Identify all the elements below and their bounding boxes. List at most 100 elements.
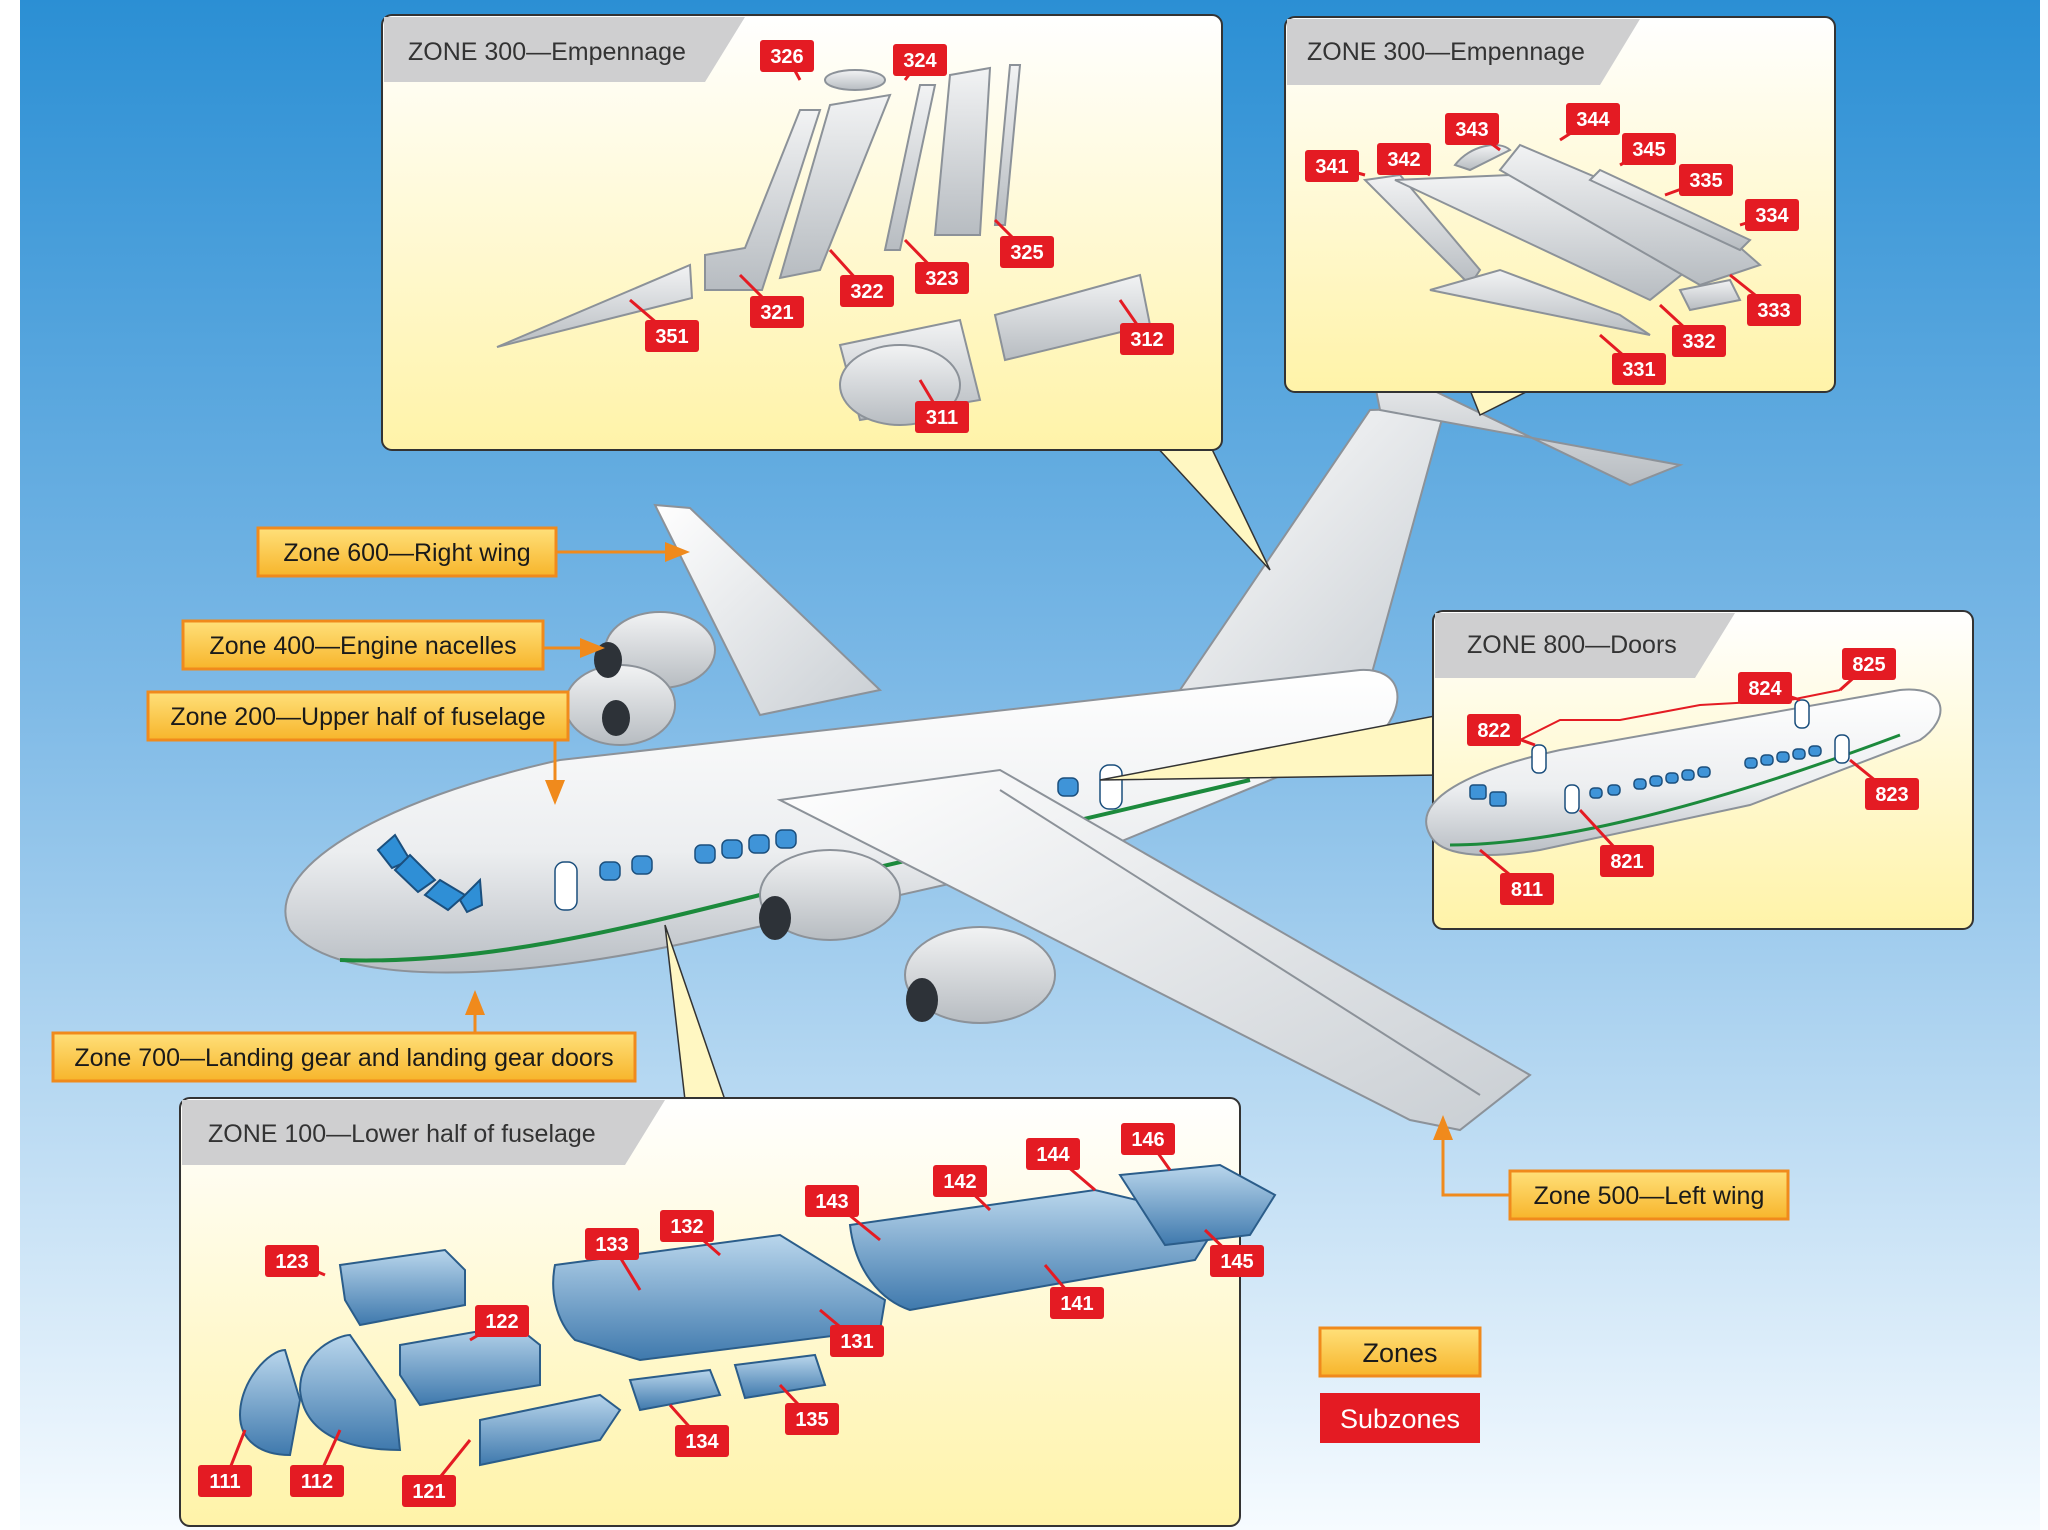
- panel-doors: ZONE 800—Doors: [1425, 610, 1974, 930]
- subzone-tag-label: 324: [903, 50, 937, 72]
- cabin-windows: [554, 764, 1123, 911]
- engine-shape: [759, 849, 901, 941]
- subzone-tag-label: 341: [1315, 156, 1348, 178]
- subzone-tag: 142: [933, 1165, 992, 1212]
- subzone-tag: 322: [828, 248, 894, 307]
- subzone-tag-box: [265, 1245, 319, 1277]
- subzone-tag: 122: [469, 1305, 529, 1342]
- subzone-tag-label: 312: [1130, 329, 1163, 351]
- doors-cheat-line: [1449, 733, 1901, 847]
- subzone-tag: 342: [1377, 143, 1431, 177]
- subzone-tag-box: [1622, 133, 1676, 165]
- subzone-tag-box: [1500, 873, 1554, 905]
- subzone-tag: 131: [819, 1308, 884, 1357]
- cockpit-window: [393, 853, 437, 894]
- subzone-tag: 323: [903, 238, 969, 294]
- subzone-tag-box: [1377, 143, 1431, 175]
- wing-flap-line: [999, 789, 1481, 1096]
- subzone-tag-label: 332: [1682, 331, 1715, 353]
- subzone-tag: 143: [805, 1185, 881, 1242]
- subzone-tag: 823: [1849, 758, 1919, 810]
- subzone-tag: 343: [1445, 113, 1501, 152]
- subzone-tag-label: 334: [1755, 205, 1789, 227]
- subzone-tag-box: [1026, 1138, 1080, 1170]
- subzone-tag-box: [1865, 778, 1919, 810]
- subzone-tag: 345: [1619, 133, 1676, 167]
- subzone-tag: 335: [1664, 164, 1733, 197]
- subzone-tag-box: [1210, 1245, 1264, 1277]
- subzone-tag-label: 145: [1220, 1251, 1253, 1273]
- legend: Zones Subzones: [1318, 1326, 1482, 1443]
- subzone-tag-label: 335: [1689, 170, 1722, 192]
- panel-title-tab: [1287, 19, 1640, 85]
- subzone-tag: 351: [629, 298, 699, 352]
- subzone-tag-box: [893, 44, 947, 76]
- cheat-line-stripe: [339, 778, 1251, 963]
- subzone-tag-label: 343: [1455, 119, 1488, 141]
- aircraft: [284, 358, 1684, 1132]
- panel-empennage-left: ZONE 300—Empennage: [381, 14, 1223, 451]
- subzone-tag-box: [1747, 294, 1801, 326]
- subzone-tag-label: 331: [1622, 359, 1655, 381]
- subzone-tag-label: 325: [1010, 242, 1043, 264]
- subzone-tag: 334: [1739, 199, 1799, 231]
- subzone-tag-label: 326: [770, 46, 803, 68]
- subzone-tag-label: 135: [795, 1409, 828, 1431]
- zone-label-text: Zone 500—Left wing: [1534, 1182, 1765, 1210]
- subzone-tag: 132: [660, 1210, 721, 1257]
- subzone-tag-label: 143: [815, 1191, 848, 1213]
- subzone-tag: 326: [760, 40, 814, 81]
- subzone-tag-label: 146: [1131, 1129, 1164, 1151]
- subzone-tag: 811: [1479, 848, 1554, 905]
- panel-title: ZONE 300—Empennage: [1307, 38, 1585, 66]
- legend-subzones-label: Subzones: [1340, 1404, 1460, 1434]
- legend-zones-label: Zones: [1362, 1338, 1437, 1368]
- subzone-tag-label: 823: [1875, 784, 1908, 806]
- subzone-tag-box: [933, 1165, 987, 1197]
- subzone-tag-label: 132: [670, 1216, 703, 1238]
- subzone-tag: 144: [1026, 1138, 1096, 1192]
- subzone-tag: 312: [1118, 299, 1174, 355]
- subzone-tag-box: [585, 1228, 639, 1260]
- subzone-tag-box: [198, 1465, 252, 1497]
- subzone-tag: 332: [1658, 303, 1726, 357]
- subzone-tag-box: [1679, 164, 1733, 196]
- subzone-tag-box: [1305, 150, 1359, 182]
- subzone-tag-box: [475, 1305, 529, 1337]
- engine-intake-shape: [602, 700, 630, 736]
- panel-title: ZONE 300—Empennage: [408, 38, 686, 66]
- subzone-tag-box: [1612, 353, 1666, 385]
- subzone-tag-label: 134: [685, 1431, 719, 1453]
- subzone-tag-label: 123: [275, 1251, 308, 1273]
- engine-shape: [904, 926, 1056, 1024]
- subzone-tag: 325: [993, 218, 1054, 268]
- left-wing-shape: [776, 768, 1532, 1132]
- subzone-tag: 134: [668, 1404, 729, 1457]
- subzone-tag: 824: [1738, 672, 1801, 704]
- subzone-tag-box: [1467, 714, 1521, 746]
- subzone-tag-box: [1000, 236, 1054, 268]
- subzone-tag-box: [1672, 325, 1726, 357]
- arrowhead: [1433, 1115, 1453, 1140]
- zone-label-landing-gear: Zone 700—Landing gear and landing gear d…: [51, 990, 637, 1083]
- panel-title-tab: [384, 17, 745, 82]
- subzone-tag-box: [1445, 113, 1499, 145]
- subzone-tag-label: 321: [760, 302, 793, 324]
- engine-intake-shape: [759, 896, 791, 940]
- subzone-tag: 331: [1599, 333, 1666, 385]
- subzone-tag-label: 345: [1632, 139, 1665, 161]
- subzone-tag: 121: [402, 1439, 472, 1507]
- subzone-tag: 333: [1729, 273, 1801, 326]
- subzone-tag-label: 144: [1036, 1144, 1070, 1166]
- zone-label-text: Zone 600—Right wing: [283, 539, 530, 567]
- subzone-tag: 123: [265, 1245, 326, 1277]
- arrowhead: [545, 780, 565, 805]
- lower-fuselage-parts: [238, 1163, 1277, 1467]
- subzone-tag-label: 342: [1387, 149, 1420, 171]
- subzone-tag: 145: [1203, 1228, 1264, 1277]
- subzone-tag: 135: [778, 1383, 839, 1435]
- subzone-tag: 321: [738, 273, 804, 328]
- subzone-tag: 112: [290, 1429, 344, 1497]
- subzone-tag: 821: [1578, 808, 1654, 877]
- zone-label-text: Zone 400—Engine nacelles: [209, 632, 516, 660]
